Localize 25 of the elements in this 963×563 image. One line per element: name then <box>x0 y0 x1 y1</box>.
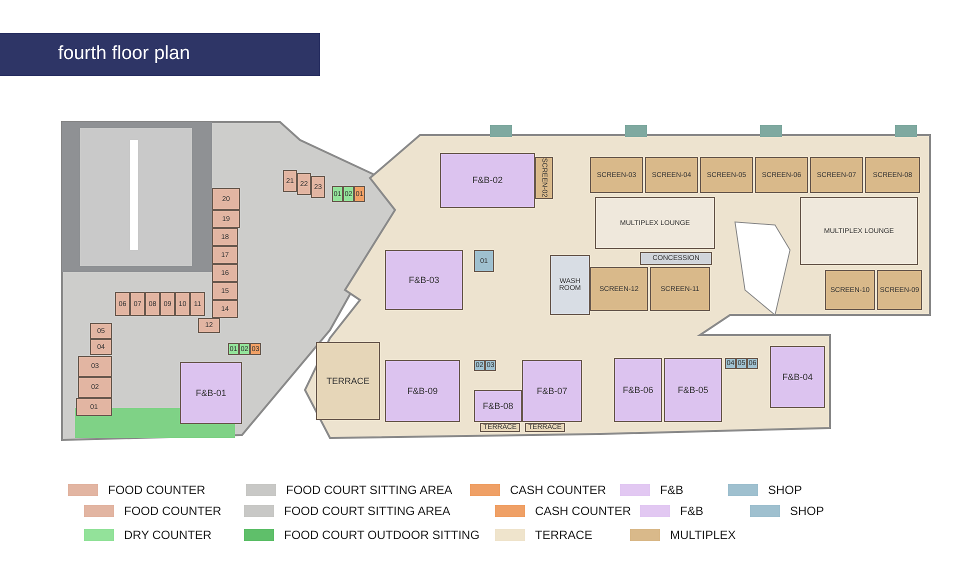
legend-label: CASH COUNTER <box>510 482 606 499</box>
food-beverage-unit: F&B-02 <box>440 153 535 208</box>
food-beverage-unit: F&B-03 <box>385 250 463 310</box>
legend-label: FOOD COURT OUTDOOR SITTING <box>284 527 480 544</box>
food-beverage-unit: F&B-08 <box>474 390 522 422</box>
terrace-area: TERRACE <box>316 342 380 420</box>
legend-label: F&B <box>680 503 704 520</box>
legend-label: SHOP <box>790 503 824 520</box>
legend-label: TERRACE <box>535 527 592 544</box>
food-beverage-unit: F&B-05 <box>664 358 722 422</box>
legend-label: DRY COUNTER <box>124 527 212 544</box>
legend-label: FOOD COURT SITTING AREA <box>284 503 450 520</box>
legend-label: FOOD COUNTER <box>124 503 222 520</box>
legend-label: FOOD COURT SITTING AREA <box>286 482 452 499</box>
legend-label: MULTIPLEX <box>670 527 736 544</box>
title-banner: fourth floor plan <box>0 33 320 76</box>
food-beverage-unit: F&B-06 <box>614 358 662 422</box>
legend-label: F&B <box>660 482 684 499</box>
legend-label: CASH COUNTER <box>535 503 632 520</box>
food-beverage-unit: F&B-07 <box>522 360 582 422</box>
food-beverage-unit: F&B-09 <box>385 360 460 422</box>
food-beverage-unit: F&B-04 <box>770 346 825 408</box>
legend-label: SHOP <box>768 482 802 499</box>
food-beverage-unit: F&B-01 <box>180 362 242 424</box>
legend-label: FOOD COUNTER <box>108 482 206 499</box>
